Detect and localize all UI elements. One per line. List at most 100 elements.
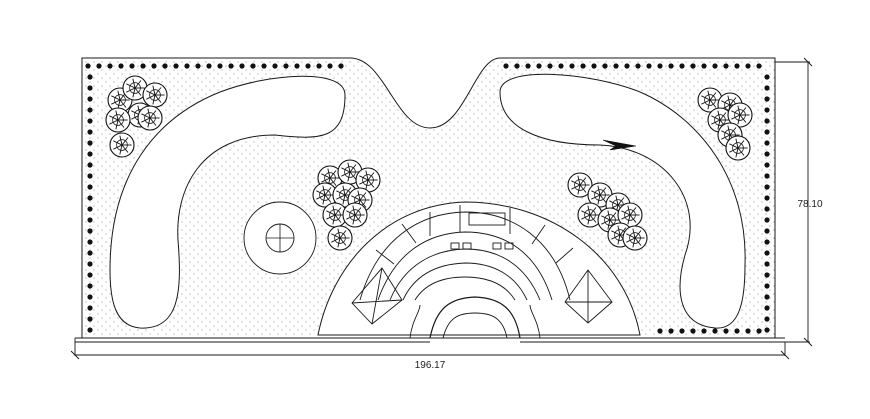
filled-dot-icon — [87, 294, 93, 300]
filled-dot-icon — [87, 140, 93, 146]
filled-dot-icon — [118, 63, 124, 69]
filled-dot-icon — [657, 63, 663, 69]
filled-dot-icon — [547, 63, 553, 69]
filled-dot-icon — [140, 63, 146, 69]
tree-canopy-icon — [327, 225, 353, 251]
filled-dot-icon — [87, 129, 93, 135]
filled-dot-icon — [690, 328, 696, 334]
filled-dot-icon — [764, 250, 770, 256]
filled-dot-icon — [764, 140, 770, 146]
tree-canopy-icon — [622, 225, 648, 251]
filled-dot-icon — [96, 63, 102, 69]
filled-dot-icon — [764, 305, 770, 311]
filled-dot-icon — [184, 63, 190, 69]
tree-canopy-icon — [312, 182, 338, 208]
filled-dot-icon — [764, 261, 770, 267]
filled-dot-icon — [764, 195, 770, 201]
filled-dot-icon — [764, 85, 770, 91]
filled-dot-icon — [764, 294, 770, 300]
filled-dot-icon — [87, 272, 93, 278]
filled-dot-icon — [87, 217, 93, 223]
filled-dot-icon — [87, 118, 93, 124]
filled-dot-icon — [745, 63, 751, 69]
filled-dot-icon — [536, 63, 542, 69]
filled-dot-icon — [87, 107, 93, 113]
right-lawn — [499, 73, 746, 329]
amphitheater — [359, 205, 574, 339]
filled-dot-icon — [646, 63, 652, 69]
filled-dot-icon — [613, 63, 619, 69]
filled-dot-icon — [764, 228, 770, 234]
filled-dot-icon — [764, 173, 770, 179]
filled-dot-icon — [734, 328, 740, 334]
filled-dot-icon — [668, 63, 674, 69]
filled-dot-icon — [764, 129, 770, 135]
north-arrow-icon — [602, 139, 637, 151]
filled-dot-icon — [250, 63, 256, 69]
dimension-lines — [74, 61, 810, 356]
filled-dot-icon — [151, 63, 157, 69]
filled-dot-icon — [764, 184, 770, 190]
filled-dot-icon — [338, 63, 344, 69]
filled-dot-icon — [87, 151, 93, 157]
tree-canopy-icon — [142, 82, 168, 108]
filled-dot-icon — [327, 63, 333, 69]
tree-canopy-icon — [587, 182, 613, 208]
filled-dot-icon — [764, 96, 770, 102]
filled-dot-icon — [764, 316, 770, 322]
filled-dot-icon — [701, 63, 707, 69]
filled-dot-icon — [206, 63, 212, 69]
filled-dot-icon — [87, 195, 93, 201]
filled-dot-icon — [239, 63, 245, 69]
filled-dot-icon — [195, 63, 201, 69]
height-dimension-label: 78.10 — [797, 199, 822, 210]
filled-dot-icon — [764, 151, 770, 157]
filled-dot-icon — [734, 63, 740, 69]
filled-dot-icon — [602, 63, 608, 69]
filled-dot-icon — [228, 63, 234, 69]
filled-dot-icon — [701, 328, 707, 334]
filled-dot-icon — [635, 63, 641, 69]
filled-dot-icon — [764, 118, 770, 124]
dimension-ticks — [70, 57, 813, 360]
filled-dot-icon — [173, 63, 179, 69]
filled-dot-icon — [87, 316, 93, 322]
filled-dot-icon — [668, 328, 674, 334]
filled-dot-icon — [87, 206, 93, 212]
filled-dot-icon — [657, 328, 663, 334]
filled-dot-icon — [87, 305, 93, 311]
pyramid-planter-icon — [351, 267, 403, 325]
tree-canopy-icon — [727, 102, 753, 128]
filled-dot-icon — [87, 327, 93, 333]
filled-dot-icon — [690, 63, 696, 69]
filled-dot-icon — [272, 63, 278, 69]
tree-canopy-icon — [109, 132, 135, 158]
boundary-shrubs — [85, 63, 770, 334]
tree-canopy-icon — [105, 107, 131, 133]
filled-dot-icon — [679, 63, 685, 69]
filled-dot-icon — [283, 63, 289, 69]
tree-canopy-icon — [577, 202, 603, 228]
filled-dot-icon — [745, 328, 751, 334]
amphitheater-plaza — [317, 201, 641, 336]
filled-dot-icon — [591, 63, 597, 69]
filled-dot-icon — [87, 239, 93, 245]
filled-dot-icon — [294, 63, 300, 69]
fountain-circle-icon — [243, 201, 317, 275]
filled-dot-icon — [764, 107, 770, 113]
filled-dot-icon — [764, 272, 770, 278]
tree-clusters — [105, 75, 753, 251]
filled-dot-icon — [723, 63, 729, 69]
filled-dot-icon — [764, 162, 770, 168]
filled-dot-icon — [87, 74, 93, 80]
filled-dot-icon — [87, 162, 93, 168]
filled-dot-icon — [712, 328, 718, 334]
filled-dot-icon — [764, 206, 770, 212]
filled-dot-icon — [85, 63, 91, 69]
tree-canopy-icon — [342, 202, 368, 228]
filled-dot-icon — [87, 228, 93, 234]
filled-dot-icon — [503, 63, 509, 69]
tree-canopy-icon — [137, 105, 163, 131]
filled-dot-icon — [764, 74, 770, 80]
